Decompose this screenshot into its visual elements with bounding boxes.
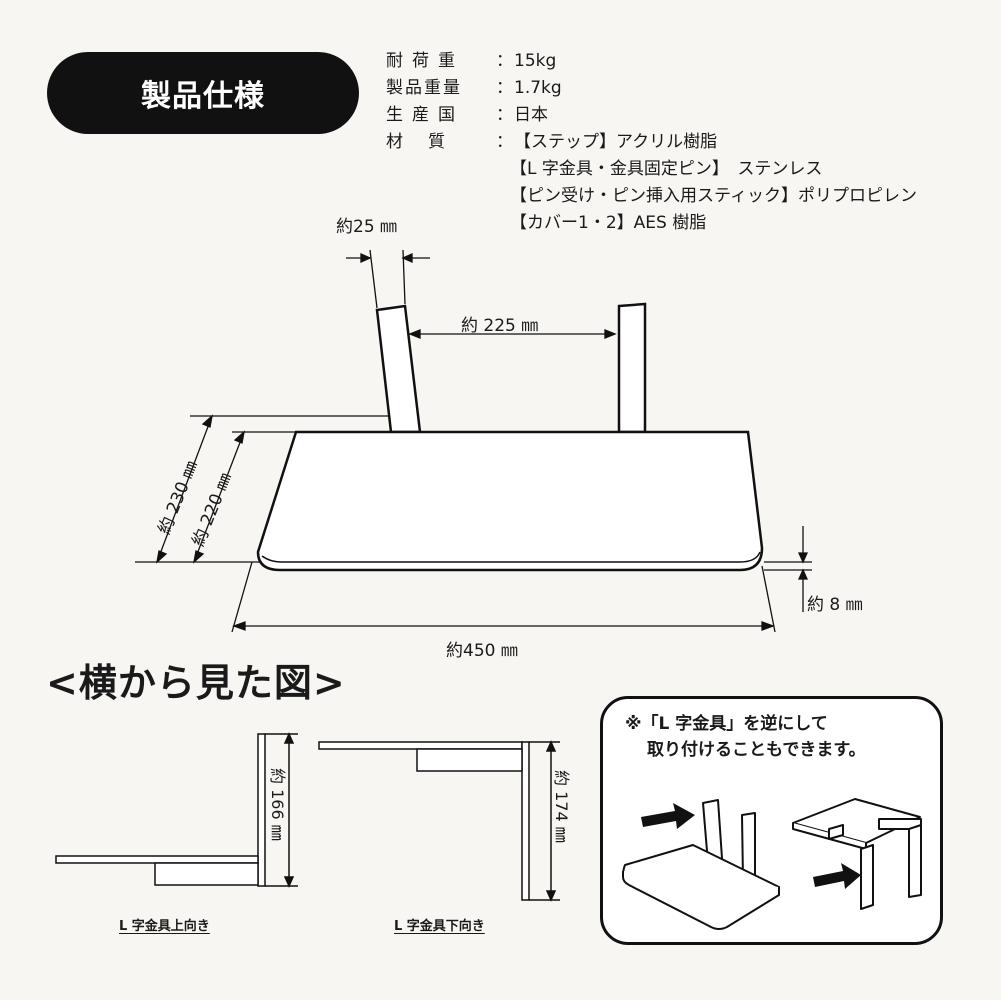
down-height-label: 約 174 ㎜	[552, 770, 571, 843]
note-line-1: ※「L 字金具」を逆にして	[625, 714, 828, 734]
plate-edge	[261, 551, 761, 563]
extension-line	[231, 561, 253, 633]
spec-row-load: 耐荷重 ：15kg	[386, 48, 917, 75]
arrowhead	[156, 550, 168, 564]
arrowhead	[232, 621, 246, 631]
arrowhead	[797, 552, 809, 564]
dimension-line	[193, 431, 245, 563]
bracket-vertical	[521, 741, 530, 901]
pin-width-label: 約25 ㎜	[336, 217, 398, 237]
pin-gap-label: 約 225 ㎜	[461, 316, 539, 336]
note-line-2: 取り付けることもできます。	[647, 740, 866, 760]
side-view-title: <横から見た図>	[46, 661, 346, 705]
arrowhead	[604, 329, 617, 339]
spec-label: 材 質	[386, 132, 449, 152]
spec-value: 15kg	[514, 51, 557, 71]
extension-line	[761, 565, 776, 633]
spec-label: 製品重量	[386, 78, 462, 98]
spec-row-weight: 製品重量 ：1.7kg	[386, 75, 917, 102]
note-box: ※「L 字金具」を逆にして 取り付けることもできます。	[600, 696, 943, 945]
arrowhead	[545, 890, 557, 902]
extension-line	[369, 249, 378, 309]
spec-colon: ：	[496, 51, 513, 71]
spec-label: 生産国	[386, 105, 464, 125]
material-line: 【ピン受け・ピン挿入用スティック】ポリプロピレン	[510, 186, 917, 206]
spec-row-material: 材 質 ：【ステップ】アクリル樹脂	[386, 129, 917, 156]
arrowhead	[401, 252, 413, 264]
spec-label: 耐荷重	[386, 51, 464, 71]
arrowhead	[233, 430, 245, 444]
step-board	[55, 855, 259, 864]
left-pin	[375, 304, 422, 434]
bracket-leg-back	[908, 824, 922, 898]
arrowhead	[201, 414, 213, 428]
spec-title: 製品仕様	[141, 79, 265, 114]
spec-list: 耐荷重：15kg 製品重量：1.7kg 生産国：日本 材 質：【ステップ】アクリ…	[386, 48, 917, 237]
width-label: 約450 ㎜	[446, 641, 518, 661]
arrowhead	[360, 252, 372, 264]
thickness-label: 約 8 ㎜	[807, 595, 863, 615]
spec-value: 【ステップ】アクリル樹脂	[514, 132, 718, 152]
side-view-up	[55, 732, 298, 888]
step-board	[318, 741, 523, 750]
spec-row-origin: 生産国 ：日本	[386, 102, 917, 129]
bracket-vertical	[257, 733, 266, 887]
arrow-icon	[813, 863, 861, 889]
bracket-block	[828, 824, 844, 840]
right-pin	[617, 302, 647, 434]
arrowhead	[408, 329, 421, 339]
side-view-down	[318, 740, 560, 902]
arrow-icon	[641, 803, 695, 829]
arrowhead	[193, 550, 205, 564]
caption-bracket-up: L 字金具上向き	[119, 919, 210, 934]
spec-title-badge: 製品仕様	[47, 52, 359, 134]
arrowhead	[283, 876, 295, 888]
arrowhead	[761, 621, 775, 631]
spec-colon: ：	[496, 78, 513, 98]
bracket-leg-front	[860, 844, 874, 910]
arrowhead	[283, 732, 295, 744]
arrowhead	[797, 568, 809, 580]
step-plate	[256, 430, 764, 572]
spec-colon: ：	[496, 132, 513, 152]
extension-line	[402, 249, 406, 305]
spec-colon: ：	[496, 105, 513, 125]
bracket-horizontal	[154, 862, 259, 886]
reverse-mount-illustration	[622, 798, 922, 930]
material-line: 【カバー1・2】AES 樹脂	[510, 213, 707, 233]
dimension-line	[156, 415, 213, 563]
spec-value: 1.7kg	[514, 78, 562, 98]
arrowhead	[545, 740, 557, 752]
material-line: 【L 字金具・金具固定ピン】 ステンレス	[510, 159, 823, 179]
caption-bracket-down: L 字金具下向き	[394, 919, 485, 934]
up-height-label: 約 166 ㎜	[268, 768, 287, 841]
plate-side	[622, 871, 780, 930]
spec-value: 日本	[514, 105, 548, 125]
bracket-horizontal	[416, 748, 523, 772]
